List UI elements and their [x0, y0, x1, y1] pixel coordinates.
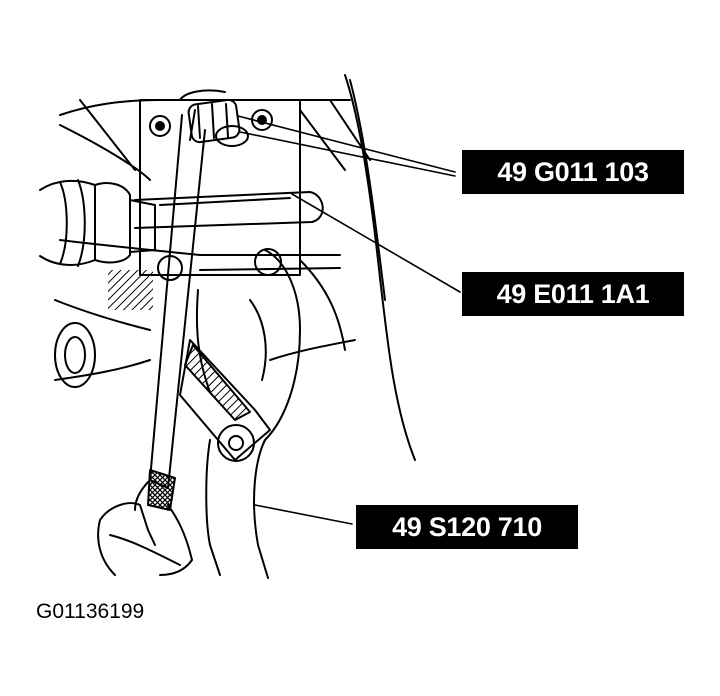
- puller-frame: [179, 249, 301, 579]
- figure-id: G01136199: [36, 600, 145, 623]
- engine-body-outline: [54, 74, 416, 461]
- callout-label-socket: 49 G011 103: [462, 150, 684, 194]
- lever-bar: [134, 191, 324, 229]
- cv-boot: [39, 179, 156, 267]
- callout-label-lever: 49 E011 1A1: [462, 272, 684, 316]
- socket-tool: [187, 98, 249, 147]
- flange-ring: [54, 322, 96, 388]
- hatched-area: [108, 270, 153, 310]
- leader-lines: [237, 115, 461, 525]
- wrench-handle: [134, 89, 226, 511]
- callout-label-puller: 49 S120 710: [356, 505, 578, 549]
- hand-drawing: [97, 502, 193, 576]
- bracket-plate: [139, 99, 301, 281]
